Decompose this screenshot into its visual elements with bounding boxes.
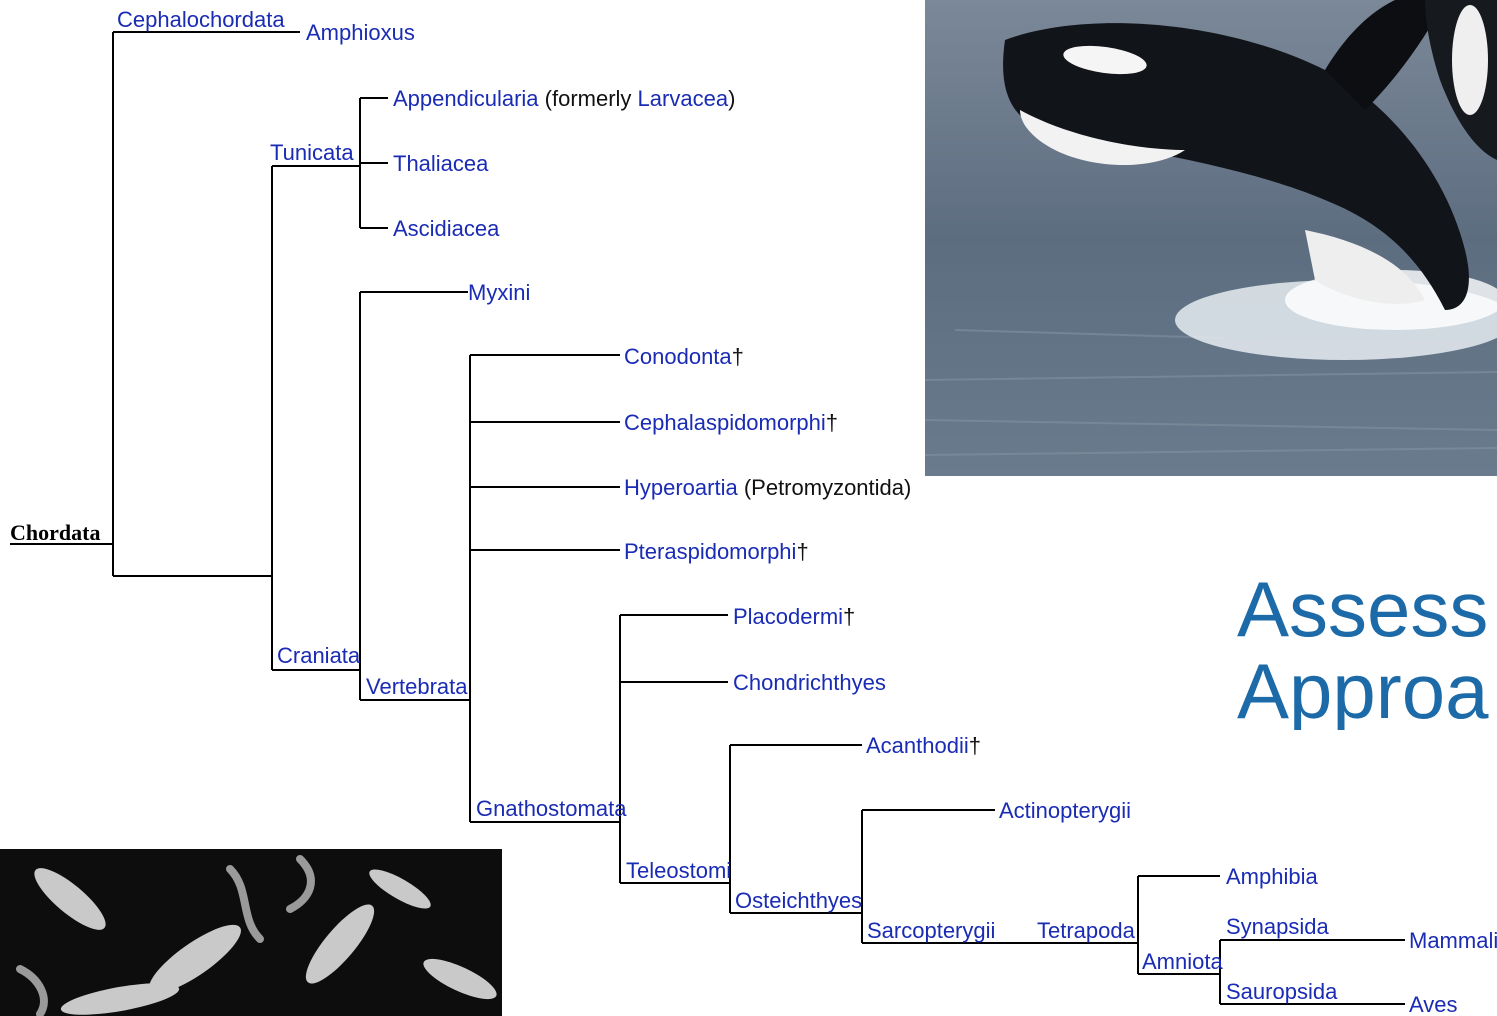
- extinct-dagger: †: [796, 539, 808, 564]
- node-appendicularia[interactable]: Appendicularia: [393, 86, 539, 111]
- node-pteraspidomorphi-row: Pteraspidomorphi†: [624, 539, 809, 564]
- node-teleostomi[interactable]: Teleostomi: [626, 858, 731, 883]
- node-chordata: Chordata: [10, 520, 100, 545]
- node-amphioxus[interactable]: Amphioxus: [306, 20, 415, 45]
- node-hyperoartia-row: Hyperoartia (Petromyzontida): [624, 475, 911, 500]
- node-synapsida[interactable]: Synapsida: [1226, 914, 1330, 939]
- node-placodermi-row: Placodermi†: [733, 604, 855, 629]
- node-acanthodii[interactable]: Acanthodii: [866, 733, 969, 758]
- node-pteraspidomorphi[interactable]: Pteraspidomorphi: [624, 539, 796, 564]
- orca-photo: [925, 0, 1497, 476]
- slide-title-line-2: Approa: [1237, 652, 1497, 730]
- extinct-dagger: †: [732, 344, 744, 369]
- node-vertebrata[interactable]: Vertebrata: [366, 674, 468, 699]
- close-paren: ): [728, 86, 735, 111]
- node-hyperoartia[interactable]: Hyperoartia: [624, 475, 738, 500]
- extinct-dagger: †: [843, 604, 855, 629]
- node-cephalaspidomorphi[interactable]: Cephalaspidomorphi: [624, 410, 826, 435]
- node-larvacea[interactable]: Larvacea: [638, 86, 729, 111]
- node-osteichthyes[interactable]: Osteichthyes: [735, 888, 862, 913]
- node-thaliacea[interactable]: Thaliacea: [393, 151, 489, 176]
- node-acanthodii-row: Acanthodii†: [866, 733, 981, 758]
- node-conodonta[interactable]: Conodonta: [624, 344, 732, 369]
- node-ascidiacea[interactable]: Ascidiacea: [393, 216, 500, 241]
- node-craniata[interactable]: Craniata: [277, 643, 361, 668]
- extinct-dagger: †: [826, 410, 838, 435]
- node-chondrichthyes[interactable]: Chondrichthyes: [733, 670, 886, 695]
- formerly-note: (formerly: [539, 86, 638, 111]
- node-aves[interactable]: Aves: [1409, 992, 1458, 1016]
- node-tetrapoda[interactable]: Tetrapoda: [1037, 918, 1136, 943]
- lancelet-micrograph: [0, 849, 502, 1016]
- node-appendicularia-row: Appendicularia (formerly Larvacea): [393, 86, 735, 111]
- node-conodonta-row: Conodonta†: [624, 344, 744, 369]
- node-placodermi[interactable]: Placodermi: [733, 604, 843, 629]
- node-cephalaspidomorphi-row: Cephalaspidomorphi†: [624, 410, 838, 435]
- node-myxini[interactable]: Myxini: [468, 280, 530, 305]
- node-tunicata[interactable]: Tunicata: [270, 140, 354, 165]
- node-actinopterygii[interactable]: Actinopterygii: [999, 798, 1131, 823]
- petromyzontida-note: (Petromyzontida): [738, 475, 912, 500]
- node-mammalia[interactable]: Mammalia: [1409, 928, 1497, 953]
- slide-title-line-1: Assess: [1237, 570, 1497, 648]
- extinct-dagger: †: [969, 733, 981, 758]
- node-cephalochordata[interactable]: Cephalochordata: [117, 7, 285, 32]
- node-sarcopterygii[interactable]: Sarcopterygii: [867, 918, 995, 943]
- node-amphibia[interactable]: Amphibia: [1226, 864, 1318, 889]
- node-gnathostomata[interactable]: Gnathostomata: [476, 796, 627, 821]
- node-amniota[interactable]: Amniota: [1142, 949, 1223, 974]
- node-sauropsida[interactable]: Sauropsida: [1226, 979, 1338, 1004]
